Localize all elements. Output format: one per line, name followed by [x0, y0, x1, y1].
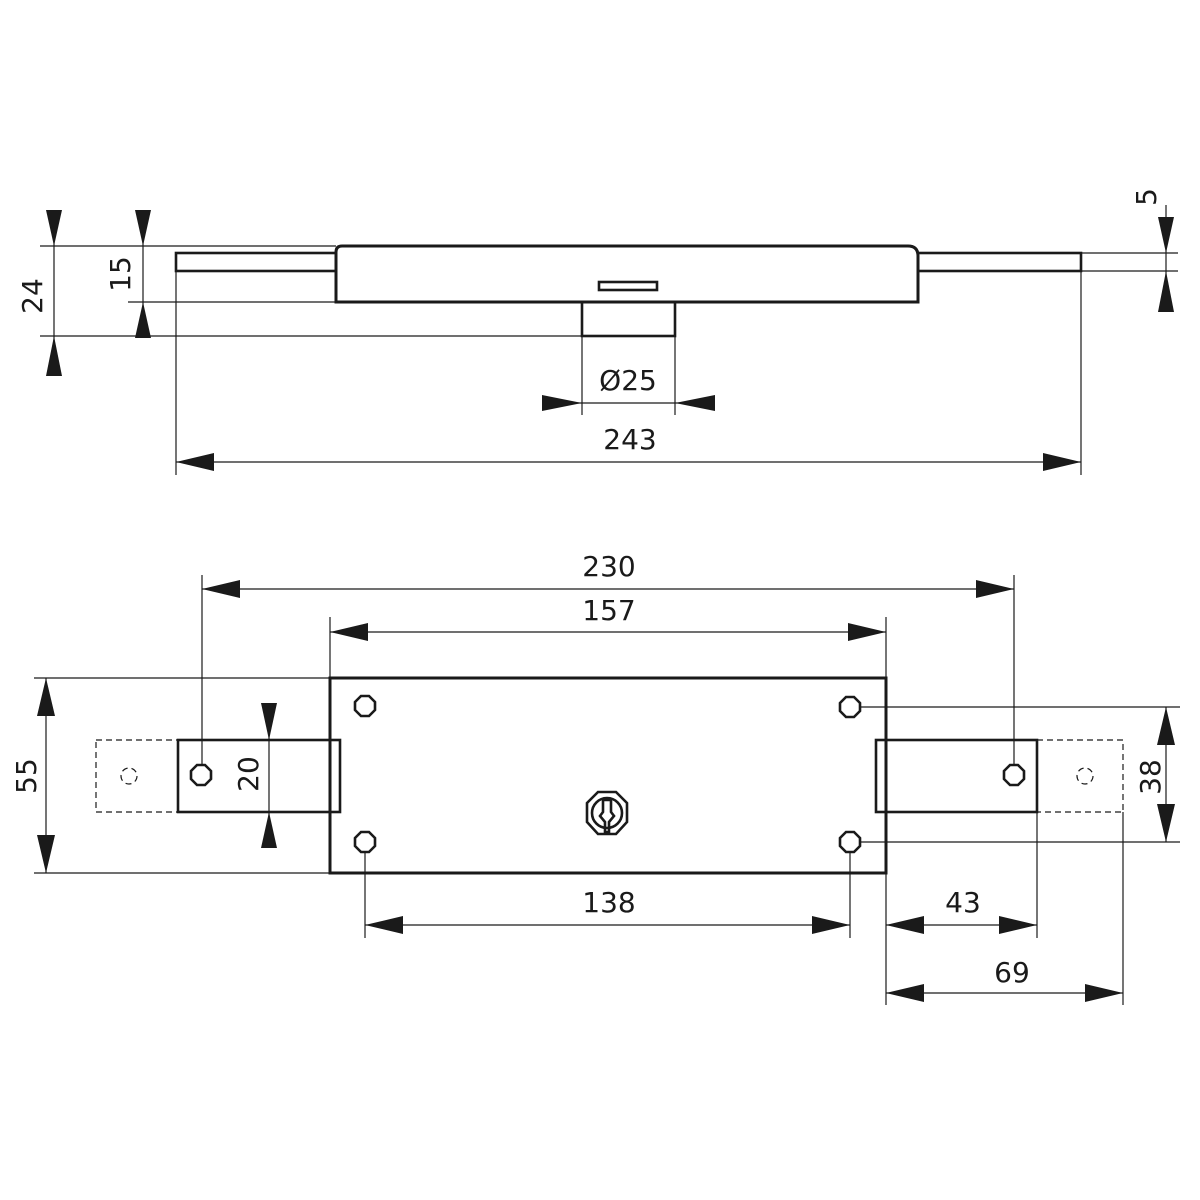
dim-screw-vertical-spacing: 38	[1134, 759, 1167, 795]
top-left-bolt	[174, 251, 338, 273]
top-view: 24 15 5 Ø25 243	[16, 188, 1178, 475]
dim-case-height: 55	[10, 758, 43, 794]
screw-bottom-right	[838, 830, 862, 854]
lock-case	[328, 676, 888, 875]
screw-bottom-left	[353, 830, 377, 854]
front-view: 230 157 55 20 38 138 43 6	[10, 550, 1180, 1005]
left-bolt-screw	[189, 763, 213, 787]
screw-top-right	[838, 695, 862, 719]
top-key-slot	[597, 280, 659, 292]
dim-case-width: 157	[582, 594, 635, 627]
screw-top-left	[353, 694, 377, 718]
right-bolt	[874, 738, 1039, 814]
dim-keeper-projection: 69	[994, 956, 1030, 989]
cylinder-face	[585, 790, 629, 836]
keyway-icon	[598, 798, 616, 834]
dim-bolt-thickness: 5	[1130, 188, 1163, 206]
dim-height-total: 24	[16, 278, 49, 314]
left-keeper-outline	[95, 739, 179, 813]
dim-total-length: 243	[603, 423, 656, 456]
dim-bolt-projection: 43	[945, 886, 981, 919]
dim-bolt-extended-span: 230	[582, 550, 635, 583]
top-right-bolt	[913, 251, 1083, 273]
dim-cylinder-diameter: Ø25	[599, 364, 657, 397]
dim-height-body: 15	[104, 256, 137, 292]
right-bolt-screw	[1002, 763, 1026, 787]
top-cylinder	[580, 300, 677, 338]
top-lock-body	[334, 244, 920, 304]
dim-bolt-height: 20	[232, 756, 265, 792]
dim-screw-hole-spacing: 138	[582, 886, 635, 919]
right-keeper-outline	[1036, 739, 1124, 813]
